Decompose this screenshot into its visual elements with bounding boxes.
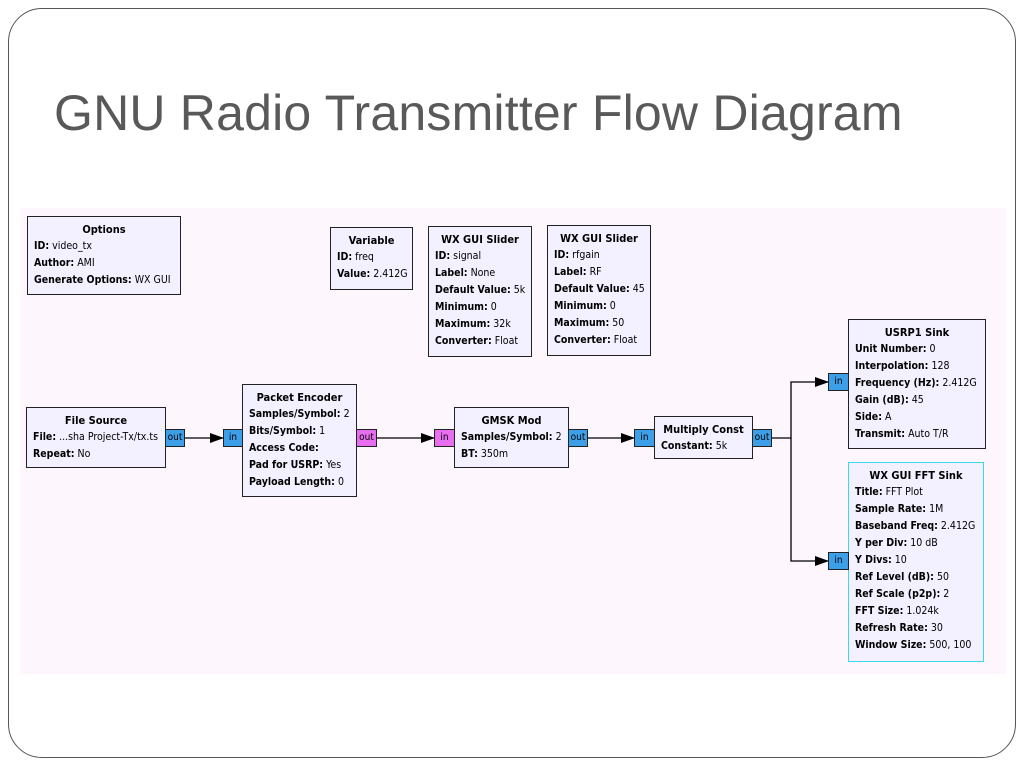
connection-multiply-const-to-fft-sink[interactable] <box>790 438 829 566</box>
param-window-size: Window Size: 500, 100 <box>855 639 972 651</box>
block-multiply-const[interactable]: Multiply Const Constant: 5k <box>654 416 753 459</box>
param-default-value: Default Value: 5k <box>435 284 526 296</box>
param-id: ID: freq <box>337 251 374 263</box>
param-y-divs: Y Divs: 10 <box>855 554 907 566</box>
param-fft-size: FFT Size: 1.024k <box>855 605 939 617</box>
param-unit-number: Unit Number: 0 <box>855 343 936 355</box>
block-wx-gui-slider-rfgain[interactable]: WX GUI Slider ID: rfgain Label: RF Defau… <box>547 225 651 356</box>
port-multiply-const-out[interactable]: out <box>752 429 772 447</box>
block-title: Packet Encoder <box>256 391 343 404</box>
param-maximum: Maximum: 32k <box>435 318 511 330</box>
block-wx-gui-slider-signal[interactable]: WX GUI Slider ID: signal Label: None Def… <box>428 226 532 357</box>
port-fft-sink-in[interactable]: in <box>828 552 849 570</box>
port-packet-encoder-out[interactable]: out <box>356 429 377 447</box>
param-bits-per-symbol: Bits/Symbol: 1 <box>249 425 326 437</box>
block-packet-encoder[interactable]: Packet Encoder Samples/Symbol: 2 Bits/Sy… <box>242 384 357 497</box>
param-id: ID: video_tx <box>34 240 92 252</box>
param-access-code: Access Code: <box>249 442 319 454</box>
param-label: Label: None <box>435 267 496 279</box>
param-payload-length: Payload Length: 0 <box>249 476 344 488</box>
port-multiply-const-in[interactable]: in <box>634 429 655 447</box>
port-gmsk-mod-in[interactable]: in <box>434 429 455 447</box>
param-value: Value: 2.412G <box>337 268 408 280</box>
param-repeat: Repeat: No <box>33 448 91 460</box>
param-refresh-rate: Refresh Rate: 30 <box>855 622 943 634</box>
block-wx-gui-fft-sink[interactable]: WX GUI FFT Sink Title: FFT Plot Sample R… <box>848 462 984 662</box>
block-title: Multiply Const <box>663 423 744 436</box>
block-usrp1-sink[interactable]: USRP1 Sink Unit Number: 0 Interpolation:… <box>848 319 986 449</box>
block-variable[interactable]: Variable ID: freq Value: 2.412G <box>330 227 413 290</box>
block-title: USRP1 Sink <box>884 326 950 339</box>
param-samples-per-symbol: Samples/Symbol: 2 <box>461 431 562 443</box>
param-transmit: Transmit: Auto T/R <box>855 428 949 440</box>
param-ref-scale: Ref Scale (p2p): 2 <box>855 588 950 600</box>
param-label: Label: RF <box>554 266 602 278</box>
param-side: Side: A <box>855 411 892 423</box>
block-options[interactable]: Options ID: video_tx Author: AMI Generat… <box>27 216 181 295</box>
param-ref-level: Ref Level (dB): 50 <box>855 571 949 583</box>
param-generate-options: Generate Options: WX GUI <box>34 274 171 286</box>
param-baseband-freq: Baseband Freq: 2.412G <box>855 520 976 532</box>
param-y-per-div: Y per Div: 10 dB <box>855 537 938 549</box>
block-title: File Source <box>64 414 128 427</box>
param-constant: Constant: 5k <box>661 440 728 452</box>
slide-title: GNU Radio Transmitter Flow Diagram <box>54 85 903 141</box>
param-converter: Converter: Float <box>554 334 638 346</box>
block-title: WX GUI Slider <box>441 233 519 246</box>
param-gain: Gain (dB): 45 <box>855 394 924 406</box>
param-title: Title: FFT Plot <box>855 486 923 498</box>
param-interpolation: Interpolation: 128 <box>855 360 950 372</box>
param-converter: Converter: Float <box>435 335 519 347</box>
port-gmsk-mod-out[interactable]: out <box>568 429 588 447</box>
port-file-source-out[interactable]: out <box>165 429 185 447</box>
flow-graph-canvas[interactable]: Options ID: video_tx Author: AMI Generat… <box>20 208 1006 674</box>
param-file: File: ...sha Project-Tx/tx.ts <box>33 431 158 443</box>
param-sample-rate: Sample Rate: 1M <box>855 503 944 515</box>
port-usrp1-sink-in[interactable]: in <box>828 373 849 391</box>
connection-multiply-const-to-usrp1-sink[interactable] <box>771 377 829 439</box>
param-samples-per-symbol: Samples/Symbol: 2 <box>249 408 350 420</box>
block-title: WX GUI FFT Sink <box>869 469 963 482</box>
block-title: WX GUI Slider <box>560 232 638 245</box>
param-pad-for-usrp: Pad for USRP: Yes <box>249 459 342 471</box>
param-id: ID: rfgain <box>554 249 600 261</box>
connection-layer <box>184 377 829 566</box>
param-author: Author: AMI <box>34 257 95 269</box>
port-packet-encoder-in[interactable]: in <box>223 429 243 447</box>
param-bt: BT: 350m <box>461 448 509 460</box>
block-gmsk-mod[interactable]: GMSK Mod Samples/Symbol: 2 BT: 350m <box>454 407 569 468</box>
block-title: GMSK Mod <box>481 414 542 427</box>
block-title: Options <box>82 223 126 236</box>
param-id: ID: signal <box>435 250 482 262</box>
block-file-source[interactable]: File Source File: ...sha Project-Tx/tx.t… <box>26 407 166 468</box>
param-maximum: Maximum: 50 <box>554 317 625 329</box>
block-title: Variable <box>348 234 395 247</box>
param-minimum: Minimum: 0 <box>435 301 497 313</box>
param-frequency: Frequency (Hz): 2.412G <box>855 377 977 389</box>
param-default-value: Default Value: 45 <box>554 283 645 295</box>
param-minimum: Minimum: 0 <box>554 300 616 312</box>
